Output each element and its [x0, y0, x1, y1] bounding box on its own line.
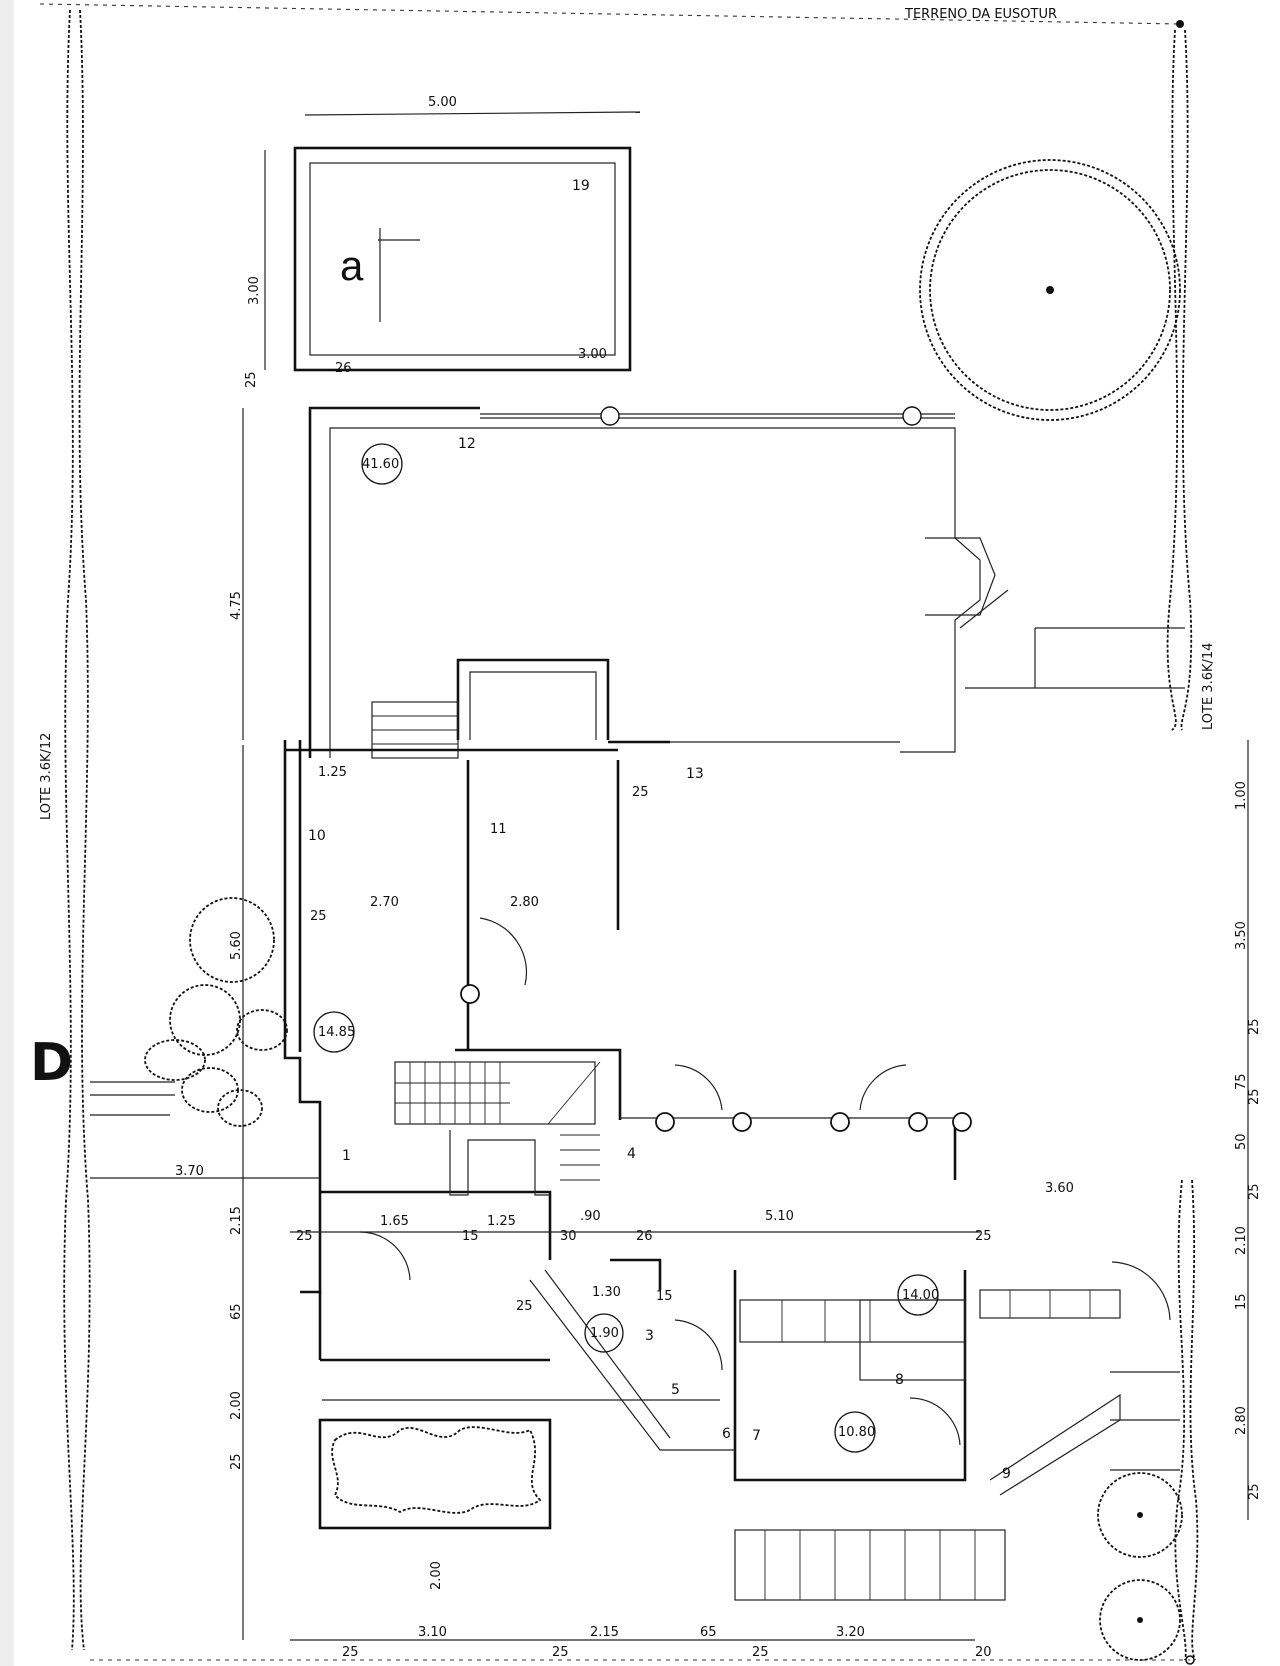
dim-2-00-b: 2.00	[429, 1561, 444, 1590]
dim-3-10: 3.10	[418, 1625, 447, 1640]
kitchen-fixtures	[739, 1289, 1121, 1381]
area-room-10: 14.85	[318, 1025, 355, 1040]
dim-5-60: 5.60	[229, 931, 244, 960]
property-boundary	[39, 3, 1199, 1665]
shrub-cluster	[90, 897, 288, 1127]
lote-right-label: LOTE 3.6K/14	[1201, 643, 1216, 730]
dim-65-bottom: 65	[700, 1625, 717, 1640]
dim-15-right-b: 15	[656, 1289, 673, 1304]
dim-3-00: 3.00	[247, 276, 262, 305]
dim-3-50: 3.50	[1234, 921, 1249, 950]
room-number-19: 19	[572, 178, 590, 194]
dim-50: 50	[1234, 1133, 1249, 1150]
area-room-7: 10.80	[838, 1425, 875, 1440]
dim-4-75: 4.75	[229, 591, 244, 620]
area-room-main: 14.00	[902, 1288, 939, 1303]
dim-25-right-c: 25	[1247, 1183, 1262, 1200]
dim-25-right-f: 25	[516, 1299, 533, 1314]
tree-symbols-small	[1097, 1472, 1183, 1661]
section-marker-d: D	[30, 1033, 73, 1093]
dim-25-bottom: 25	[342, 1645, 359, 1660]
dim-90: .90	[580, 1209, 601, 1224]
columns	[460, 984, 972, 1132]
room-number-5: 5	[671, 1382, 680, 1398]
dim-2-15: 2.15	[229, 1206, 244, 1235]
area-small: 1.90	[590, 1326, 619, 1341]
room-number-1: 1	[342, 1148, 351, 1164]
dim-1-65: 1.65	[380, 1214, 409, 1229]
dim-25-bottom-c: 25	[752, 1645, 769, 1660]
dim-5-10: 5.10	[765, 1209, 794, 1224]
terrace-outline	[308, 406, 1185, 759]
dim-2-80-right: 2.80	[1234, 1406, 1249, 1435]
exterior-steps	[734, 1371, 1180, 1601]
staircase	[394, 1061, 601, 1196]
dim-25-mid: 25	[296, 1229, 313, 1244]
lote-left-label: LOTE 3.6K/12	[39, 733, 54, 820]
dim-20: 20	[975, 1645, 992, 1660]
dim-2-80: 2.80	[510, 895, 539, 910]
room-number-8: 8	[895, 1372, 904, 1388]
room-number-12: 12	[458, 436, 476, 452]
room-19-outline	[293, 146, 632, 372]
dim-25-right-b: 25	[1247, 1088, 1262, 1105]
area-terrace: 41.60	[362, 457, 399, 472]
dim-25-left: 25	[310, 909, 327, 924]
dim-1-25-b: 1.25	[487, 1214, 516, 1229]
dim-2-15-bottom: 2.15	[590, 1625, 619, 1640]
dim-3-70: 3.70	[175, 1164, 204, 1179]
dim-3-00-small: 3.00	[578, 347, 607, 362]
marker-a: a	[340, 242, 364, 289]
dim-26: 26	[335, 361, 352, 376]
terrain-label: TERRENO DA EUSOTUR	[904, 7, 1057, 22]
dim-2-10: 2.10	[1234, 1226, 1249, 1255]
dim-25-top: 25	[244, 371, 259, 388]
dim-25-lower: 25	[229, 1453, 244, 1470]
dim-75: 75	[1234, 1073, 1249, 1090]
dim-30: 30	[560, 1229, 577, 1244]
room-number-10: 10	[308, 828, 326, 844]
planter	[318, 1418, 552, 1530]
dim-25-right-e: 25	[975, 1229, 992, 1244]
dim-1-30: 1.30	[592, 1285, 621, 1300]
dim-1-25: 1.25	[318, 765, 347, 780]
room-number-7: 7	[752, 1428, 761, 1444]
dim-5-00: 5.00	[428, 95, 457, 110]
dim-15: 15	[462, 1229, 479, 1244]
room-number-9: 9	[1002, 1466, 1011, 1482]
dim-65: 65	[229, 1303, 244, 1320]
dim-2-00: 2.00	[229, 1391, 244, 1420]
dim-2-70: 2.70	[370, 895, 399, 910]
room-number-13: 13	[686, 766, 704, 782]
dim-26-b: 26	[636, 1229, 653, 1244]
dim-1-00: 1.00	[1234, 781, 1249, 810]
dim-25-right: 25	[1247, 1018, 1262, 1035]
house-walls	[283, 740, 967, 1482]
tree-symbol-large	[919, 159, 1181, 421]
room-number-4: 4	[627, 1146, 636, 1162]
dim-25-right-d: 25	[1247, 1483, 1262, 1500]
dim-25-bottom-b: 25	[552, 1645, 569, 1660]
dim-3-60: 3.60	[1045, 1181, 1074, 1196]
room-number-11: 11	[490, 822, 507, 837]
room-number-3: 3	[645, 1328, 654, 1344]
dim-25-right-g: 25	[632, 785, 649, 800]
scan-margin	[0, 0, 14, 1666]
door-swings	[359, 917, 1171, 1446]
dim-3-20: 3.20	[836, 1625, 865, 1640]
room-number-6: 6	[722, 1426, 731, 1442]
dim-15-right: 15	[1234, 1293, 1249, 1310]
